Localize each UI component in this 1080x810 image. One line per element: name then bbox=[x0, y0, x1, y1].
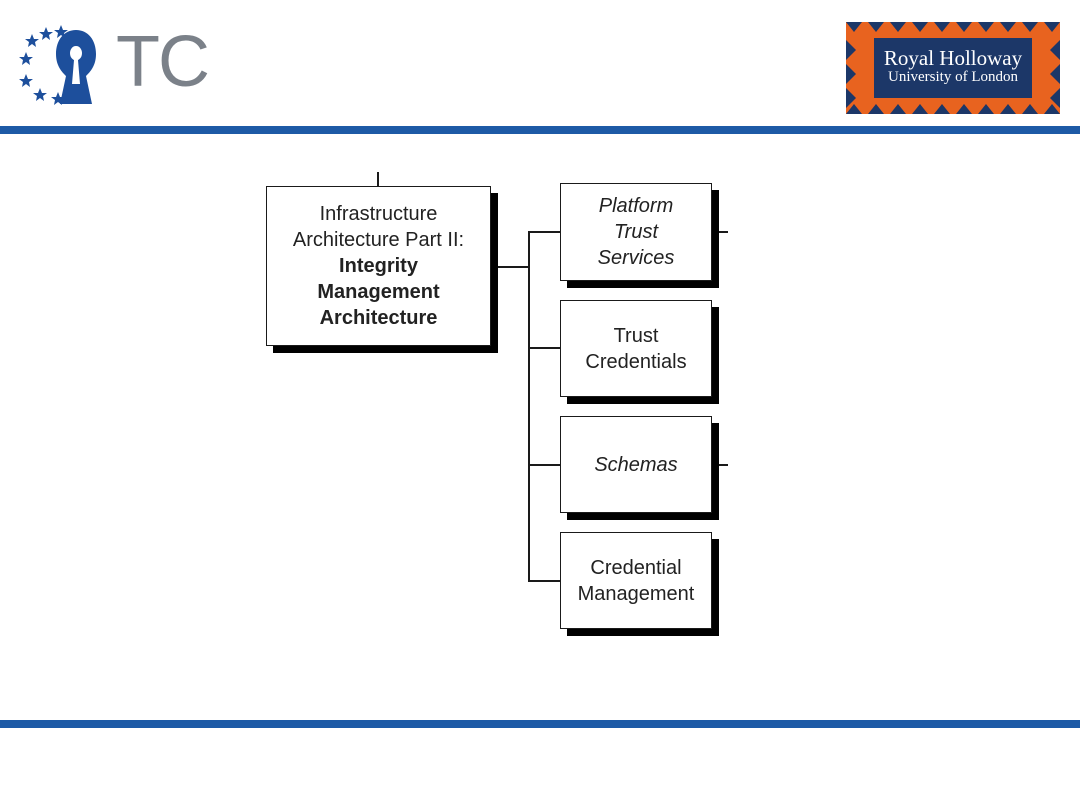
otc-logo-text: TC bbox=[116, 22, 210, 102]
child-1-line-2: Trust bbox=[613, 221, 659, 243]
root-line-2: Architecture Part II: bbox=[292, 229, 465, 251]
branch-connector-1 bbox=[528, 231, 560, 233]
root-incoming-connector bbox=[377, 172, 379, 186]
vertical-bus-connector bbox=[528, 231, 530, 581]
branch-connector-3 bbox=[528, 464, 560, 466]
outgoing-connector-1 bbox=[712, 231, 728, 233]
rh-subtitle: University of London bbox=[888, 69, 1018, 85]
child-box-platform-trust-services: Platform Trust Services bbox=[560, 183, 712, 281]
child-2-line-2: Credentials bbox=[585, 350, 687, 373]
child-2-line-1: Trust bbox=[613, 324, 659, 347]
outgoing-connector-3 bbox=[712, 464, 728, 466]
root-line-5: Architecture bbox=[319, 307, 438, 329]
child-1-line-3: Services bbox=[597, 247, 675, 269]
stars-keyhole-icon bbox=[19, 25, 96, 105]
top-divider bbox=[0, 126, 1080, 134]
royal-holloway-logo: Royal Holloway University of London bbox=[846, 22, 1060, 114]
root-line-3: Integrity bbox=[339, 255, 418, 277]
otc-logo: TC bbox=[18, 22, 210, 112]
root-to-bus-connector bbox=[490, 266, 530, 268]
root-line-4: Management bbox=[317, 281, 440, 303]
bottom-divider bbox=[0, 720, 1080, 728]
child-box-schemas: Schemas bbox=[560, 416, 712, 513]
root-line-1: Infrastructure bbox=[319, 203, 438, 225]
branch-connector-2 bbox=[528, 347, 560, 349]
child-3-line-1: Schemas bbox=[594, 453, 678, 476]
child-4-line-1: Credential bbox=[590, 556, 682, 579]
child-box-credential-management: Credential Management bbox=[560, 532, 712, 629]
rh-pattern-icon bbox=[846, 22, 1060, 114]
rh-text-panel: Royal Holloway University of London bbox=[874, 38, 1032, 98]
branch-connector-4 bbox=[528, 580, 560, 582]
child-box-trust-credentials: Trust Credentials bbox=[560, 300, 712, 397]
child-4-line-2: Management bbox=[577, 582, 695, 605]
child-1-line-1: Platform bbox=[598, 195, 674, 217]
rh-name: Royal Holloway bbox=[883, 46, 1023, 70]
root-box-integrity-management-architecture: Infrastructure Architecture Part II: Int… bbox=[266, 186, 491, 346]
